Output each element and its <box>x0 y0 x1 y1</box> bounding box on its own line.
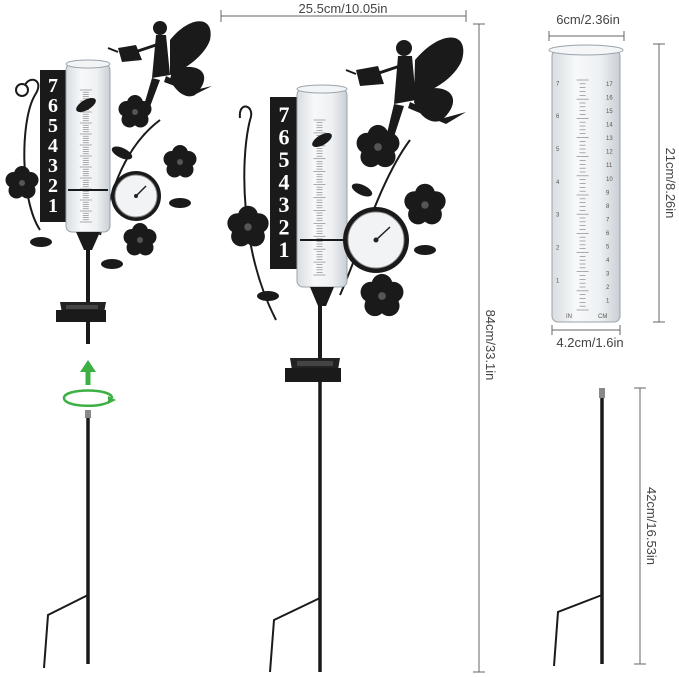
gauge-number: 2 <box>48 175 58 197</box>
fairy-silhouette <box>345 37 466 146</box>
fairy-silhouette <box>107 21 212 112</box>
tube-cm-unit: CM <box>598 314 607 320</box>
gauge-number: 4 <box>48 135 58 157</box>
tube-cm-label: 7 <box>606 217 610 223</box>
spare-stake <box>553 388 605 667</box>
tube-cm-label: 17 <box>606 82 613 88</box>
tube-inch-label: 2 <box>556 246 560 252</box>
tube-cm-label: 13 <box>606 136 613 142</box>
tube-cm-label: 11 <box>606 163 613 169</box>
gauge-number: 6 <box>279 125 290 150</box>
tube-cm-label: 3 <box>606 271 610 277</box>
gauge-number: 5 <box>279 147 290 172</box>
tube-inch-label: 6 <box>556 114 560 120</box>
tube-cm-label: 12 <box>606 150 613 156</box>
tube-cm-label: 14 <box>606 123 613 129</box>
gauge-number: 3 <box>48 155 58 177</box>
gauge-number: 4 <box>279 170 290 195</box>
thermometer-dial <box>111 171 161 221</box>
tube-top-dimension-label: 6cm/2.36in <box>556 12 620 27</box>
gauge-number: 7 <box>279 102 290 127</box>
gauge-number: 2 <box>279 215 290 240</box>
gauge-number: 5 <box>48 115 58 137</box>
rain-tube-scale <box>313 119 326 276</box>
gauge-number: 7 <box>48 75 58 97</box>
tube-inch-label: 4 <box>556 180 560 186</box>
gauge-number: 1 <box>279 237 290 262</box>
solar-light-left <box>56 302 106 322</box>
tube-height-dimension-label: 21cm/8.26in <box>663 148 678 219</box>
width-dimension-label: 25.5cm/10.05in <box>299 1 388 16</box>
gauge-number: 6 <box>48 95 58 117</box>
tube-bottom-dimension-label: 4.2cm/1.6in <box>556 335 623 350</box>
tube-inch-label: 7 <box>556 81 560 87</box>
tube-cm-label: 16 <box>606 96 613 102</box>
tube-cm-label: 10 <box>606 177 613 183</box>
tube-cm-label: 8 <box>606 204 610 210</box>
tube-cm-label: 15 <box>606 109 613 115</box>
gauge-number: 1 <box>48 195 58 217</box>
tube-cm-label: 4 <box>606 258 610 264</box>
tube-cm-label: 1 <box>606 299 610 305</box>
tube-inch-label: 5 <box>556 147 560 153</box>
height-dimension-label: 84cm/33.1in <box>483 310 498 381</box>
number-panel <box>40 70 66 222</box>
dimension-lines <box>220 10 665 673</box>
number-panel <box>270 97 298 269</box>
tube-inch-label: 3 <box>556 213 560 219</box>
tube-inch-label: 1 <box>556 278 560 284</box>
twist-arrow-icon <box>62 360 116 407</box>
tube-cm-label: 2 <box>606 285 610 291</box>
thermometer-dial <box>343 207 409 273</box>
solar-light-center <box>285 358 341 382</box>
dimension-labels: 25.5cm/10.05in 84cm/33.1in 6cm/2.36in 21… <box>299 1 678 565</box>
tube-cm-label: 5 <box>606 244 610 250</box>
tube-cm-label: 9 <box>606 190 610 196</box>
gauge-number: 3 <box>279 192 290 217</box>
tube-cm-label: 6 <box>606 231 610 237</box>
stake-length-dimension-label: 42cm/16.53in <box>644 487 659 565</box>
rain-tube <box>296 88 348 288</box>
tube-inch-unit: IN <box>566 314 572 320</box>
